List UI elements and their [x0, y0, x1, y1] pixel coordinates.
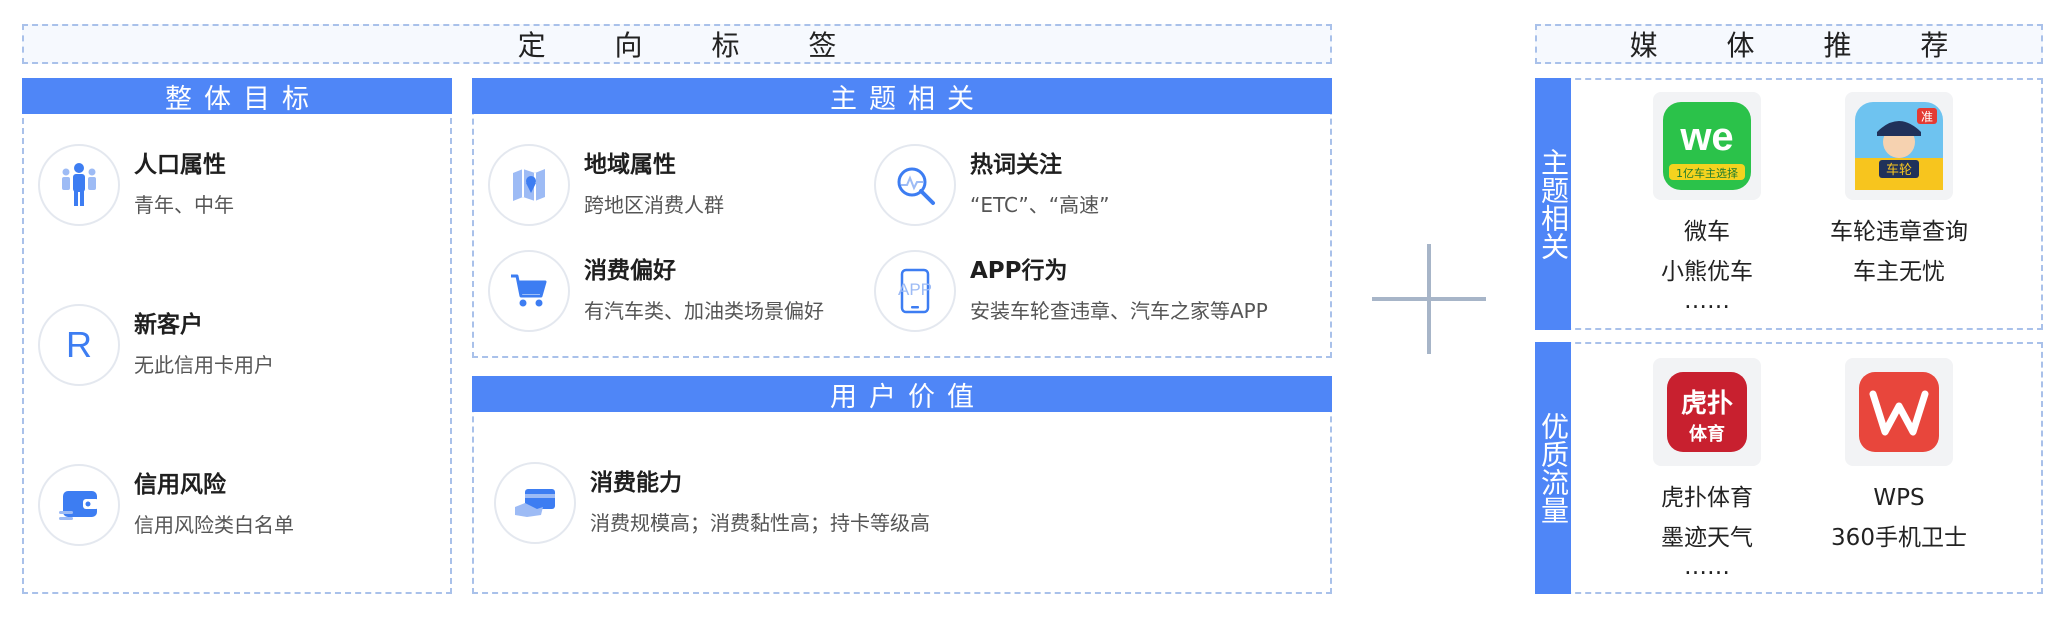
cart-icon [488, 250, 570, 332]
search-analytics-icon [874, 144, 956, 226]
item-label: 新客户 [134, 312, 203, 338]
user-value-panel [472, 376, 1332, 594]
item-credit-risk: 信用风险 信用风险类白名单 [38, 464, 294, 546]
app-sub-name: 360手机卫士 [1831, 525, 1967, 551]
app-weiche[interactable]: we 1亿车主选择 微车 小熊优车 [1597, 92, 1817, 292]
item-population: 人口属性 青年、中年 [38, 144, 234, 226]
item-consumption-pref: 消费偏好 有汽车类、加油类场景偏好 [488, 250, 824, 332]
letter-r-icon: R [38, 304, 120, 386]
weiche-logo-text: we [1679, 115, 1733, 159]
item-label: 消费能力 [590, 470, 682, 496]
app-name: 车轮违章查询 [1830, 219, 1968, 245]
theme-related-header: 主题相关 [472, 78, 1332, 115]
app-sub-name: 墨迹天气 [1661, 525, 1753, 551]
item-label: 地域属性 [584, 152, 676, 178]
media-quality-side-bar: 优质流量 [1535, 342, 1571, 594]
item-label: 人口属性 [134, 152, 226, 178]
app-sub-name: 车主无忧 [1853, 259, 1945, 285]
media-theme-ellipsis: …… [1684, 288, 1730, 314]
item-new-customer: R 新客户 无此信用卡用户 [38, 304, 274, 386]
chelun-logo-text: 车轮 [1886, 162, 1912, 178]
media-quality-side-label: 优质流量 [1537, 412, 1570, 524]
item-desc: 有汽车类、加油类场景偏好 [584, 299, 824, 323]
app-text-glyph: APP [897, 280, 933, 299]
map-icon [488, 144, 570, 226]
app-name: WPS [1873, 485, 1925, 511]
app-name: 虎扑体育 [1661, 485, 1753, 511]
item-label: 消费偏好 [584, 258, 676, 284]
people-icon [38, 144, 120, 226]
targeting-title-bar: 定 向 标 签 [22, 24, 1332, 64]
wps-app-icon [1845, 358, 1953, 466]
weiche-badge-text: 1亿车主选择 [1676, 166, 1738, 180]
media-title-bar: 媒 体 推 荐 [1535, 24, 2043, 64]
user-value-title: 用户价值 [830, 381, 986, 413]
app-wps[interactable]: WPS 360手机卫士 [1789, 358, 2009, 558]
hupu-logo-bottom: 体育 [1689, 423, 1725, 445]
item-desc: 跨地区消费人群 [584, 193, 724, 217]
theme-related-title: 主题相关 [830, 83, 986, 115]
media-theme-panel [1535, 78, 2043, 330]
item-desc: 无此信用卡用户 [134, 353, 274, 377]
phone-app-icon: APP [874, 250, 956, 332]
chelun-badge-text: 准 [1921, 110, 1933, 124]
item-desc: 信用风险类白名单 [134, 513, 294, 537]
item-desc: 安装车轮查违章、汽车之家等APP [970, 299, 1268, 323]
item-desc: 青年、中年 [134, 193, 234, 217]
hupu-app-icon: 虎扑 体育 [1653, 358, 1761, 466]
app-hupu[interactable]: 虎扑 体育 虎扑体育 墨迹天气 [1597, 358, 1817, 558]
user-value-header: 用户价值 [472, 376, 1332, 413]
media-quality-panel [1535, 342, 2043, 594]
item-label: 信用风险 [134, 472, 226, 498]
item-spending-power: 消费能力 消费规模高；消费黏性高；持卡等级高 [494, 462, 930, 544]
media-title: 媒 体 推 荐 [1629, 29, 1979, 62]
app-sub-name: 小熊优车 [1661, 259, 1753, 285]
plus-icon [1372, 244, 1486, 354]
chelun-app-icon: 准 车轮 [1845, 92, 1953, 200]
media-theme-side-bar: 主题相关 [1535, 78, 1571, 330]
media-quality-ellipsis: …… [1684, 554, 1730, 580]
item-desc: “ETC”、“高速” [970, 193, 1110, 217]
targeting-title: 定 向 标 签 [517, 29, 867, 62]
item-app-behavior: APP APP行为 安装车轮查违章、汽车之家等APP [874, 250, 1268, 332]
app-chelun[interactable]: 准 车轮 车轮违章查询 车主无忧 [1789, 92, 2009, 292]
media-theme-side-label: 主题相关 [1537, 148, 1570, 260]
overall-target-title: 整体目标 [165, 83, 321, 115]
weiche-app-icon: we 1亿车主选择 [1653, 92, 1761, 200]
item-region: 地域属性 跨地区消费人群 [488, 144, 724, 226]
hupu-logo-top: 虎扑 [1681, 389, 1733, 419]
item-label: APP行为 [970, 258, 1068, 284]
app-name: 微车 [1684, 219, 1730, 245]
item-hot-words: 热词关注 “ETC”、“高速” [874, 144, 1109, 226]
item-desc: 消费规模高；消费黏性高；持卡等级高 [590, 511, 930, 535]
wallet-icon [38, 464, 120, 546]
overall-target-header: 整体目标 [22, 78, 452, 115]
item-label: 热词关注 [970, 152, 1062, 178]
card-hand-icon [494, 462, 576, 544]
letter-r-glyph: R [66, 324, 92, 365]
